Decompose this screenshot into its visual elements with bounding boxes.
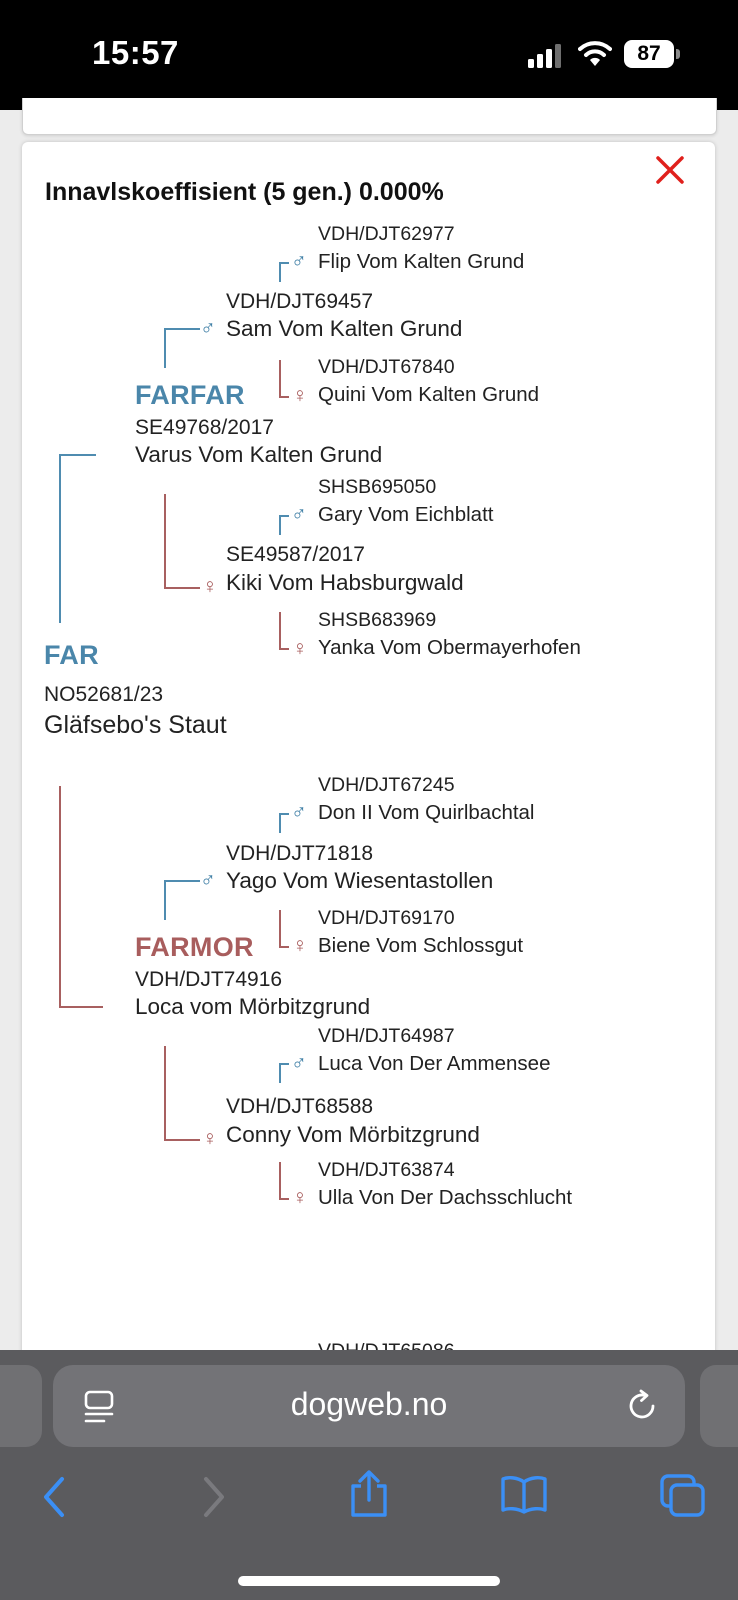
farfar-name[interactable]: Varus Vom Kalten Grund bbox=[135, 442, 383, 467]
female-icon: ♀ bbox=[292, 1186, 308, 1209]
share-icon[interactable] bbox=[348, 1470, 390, 1518]
ancestor-name[interactable]: Ulla Von Der Dachsschlucht bbox=[318, 1186, 573, 1209]
ancestor-reg: VDH/DJT67245 bbox=[318, 774, 455, 796]
battery-cap bbox=[676, 49, 680, 59]
farmor-name[interactable]: Loca vom Mörbitzgrund bbox=[135, 994, 371, 1019]
male-icon: ♂ bbox=[291, 250, 307, 273]
tabs-icon[interactable] bbox=[660, 1474, 706, 1518]
ancestor-name[interactable]: Yago Vom Wiesentastollen bbox=[226, 868, 494, 893]
connector-line bbox=[279, 396, 289, 398]
connector-line bbox=[279, 515, 289, 517]
ancestor-name[interactable]: Gary Vom Eichblatt bbox=[318, 503, 494, 526]
status-bar bbox=[0, 0, 738, 110]
home-indicator[interactable] bbox=[238, 1576, 500, 1586]
connector-line bbox=[279, 1198, 289, 1200]
connector-line bbox=[59, 454, 61, 623]
url-text[interactable]: dogweb.no bbox=[290, 1386, 448, 1422]
connector-line bbox=[164, 1139, 200, 1141]
male-icon: ♂ bbox=[200, 317, 216, 340]
previous-card bbox=[22, 98, 717, 135]
page-menu-icon[interactable] bbox=[84, 1390, 116, 1424]
farmor-reg: VDH/DJT74916 bbox=[135, 968, 283, 991]
connector-line bbox=[279, 1162, 281, 1200]
ancestor-name[interactable]: Sam Vom Kalten Grund bbox=[226, 316, 463, 341]
pedigree-modal bbox=[22, 142, 715, 1382]
ancestor-reg: VDH/DJT69457 bbox=[226, 290, 374, 313]
ancestor-reg: VDH/DJT62977 bbox=[318, 223, 455, 245]
connector-line bbox=[279, 262, 289, 264]
previous-tab-edge[interactable] bbox=[0, 1365, 42, 1447]
status-time: 15:57 bbox=[92, 34, 179, 71]
connector-line bbox=[279, 262, 281, 282]
far-name[interactable]: Gläfsebo's Staut bbox=[44, 711, 227, 739]
wifi-icon bbox=[578, 41, 612, 66]
connector-line bbox=[279, 648, 289, 650]
connector-line bbox=[164, 1046, 166, 1140]
ancestor-name[interactable]: Yanka Vom Obermayerhofen bbox=[318, 636, 581, 659]
connector-line bbox=[59, 1006, 103, 1008]
connector-line bbox=[279, 813, 289, 815]
connector-line bbox=[164, 880, 200, 882]
female-icon: ♀ bbox=[292, 384, 308, 407]
far-reg: NO52681/23 bbox=[44, 683, 164, 706]
farfar-reg: SE49768/2017 bbox=[135, 416, 274, 439]
forward-icon[interactable] bbox=[198, 1475, 228, 1519]
male-icon: ♂ bbox=[200, 869, 216, 892]
connector-line bbox=[279, 1063, 289, 1065]
battery-icon: 87 bbox=[624, 40, 674, 68]
ancestor-name[interactable]: Kiki Vom Habsburgwald bbox=[226, 570, 464, 595]
connector-line bbox=[279, 1063, 281, 1083]
bookmarks-icon[interactable] bbox=[500, 1474, 548, 1514]
connector-line bbox=[279, 612, 281, 650]
connector-line bbox=[279, 360, 281, 398]
connector-line bbox=[164, 587, 200, 589]
connector-line bbox=[164, 328, 200, 330]
ancestor-name[interactable]: Biene Vom Schlossgut bbox=[318, 934, 524, 957]
ancestor-name[interactable]: Conny Vom Mörbitzgrund bbox=[226, 1122, 480, 1147]
connector-line bbox=[279, 910, 281, 948]
ancestor-name[interactable]: Flip Vom Kalten Grund bbox=[318, 250, 525, 273]
ancestor-reg: VDH/DJT71818 bbox=[226, 842, 374, 865]
female-icon: ♀ bbox=[292, 934, 308, 957]
ancestor-reg: SHSB695050 bbox=[318, 476, 437, 498]
female-icon: ♀ bbox=[202, 1127, 218, 1150]
ancestor-reg: SHSB683969 bbox=[318, 609, 437, 631]
connector-line bbox=[164, 494, 166, 588]
farmor-label: FARMOR bbox=[135, 932, 254, 962]
connector-line bbox=[279, 946, 289, 948]
ancestor-reg: SE49587/2017 bbox=[226, 543, 365, 566]
male-icon: ♂ bbox=[291, 801, 307, 824]
next-tab-edge[interactable] bbox=[700, 1365, 738, 1447]
connector-line bbox=[59, 454, 96, 456]
female-icon: ♀ bbox=[292, 637, 308, 660]
inbreeding-coefficient-title: Innavlskoeffisient (5 gen.) 0.000% bbox=[45, 178, 444, 206]
close-icon[interactable] bbox=[652, 152, 688, 188]
connector-line bbox=[279, 515, 281, 535]
connector-line bbox=[279, 813, 281, 833]
address-bar[interactable] bbox=[53, 1365, 685, 1447]
male-icon: ♂ bbox=[291, 503, 307, 526]
ancestor-reg: VDH/DJT68588 bbox=[226, 1095, 374, 1118]
ancestor-reg: VDH/DJT67840 bbox=[318, 356, 455, 378]
ancestor-name[interactable]: Quini Vom Kalten Grund bbox=[318, 383, 540, 406]
female-icon: ♀ bbox=[202, 575, 218, 598]
connector-line bbox=[164, 880, 166, 920]
ancestor-reg: VDH/DJT63874 bbox=[318, 1159, 455, 1181]
ancestor-name[interactable]: Don II Vom Quirlbachtal bbox=[318, 801, 535, 824]
male-icon: ♂ bbox=[291, 1052, 307, 1075]
ancestor-reg: VDH/DJT64987 bbox=[318, 1025, 455, 1047]
farfar-label: FARFAR bbox=[135, 380, 245, 410]
ancestor-name[interactable]: Luca Von Der Ammensee bbox=[318, 1052, 551, 1075]
far-label: FAR bbox=[44, 640, 99, 670]
cellular-signal-icon bbox=[528, 44, 561, 68]
reload-icon[interactable] bbox=[626, 1389, 660, 1423]
connector-line bbox=[164, 328, 166, 368]
ancestor-reg: VDH/DJT69170 bbox=[318, 907, 455, 929]
connector-line bbox=[59, 786, 61, 1007]
back-icon[interactable] bbox=[40, 1475, 70, 1519]
